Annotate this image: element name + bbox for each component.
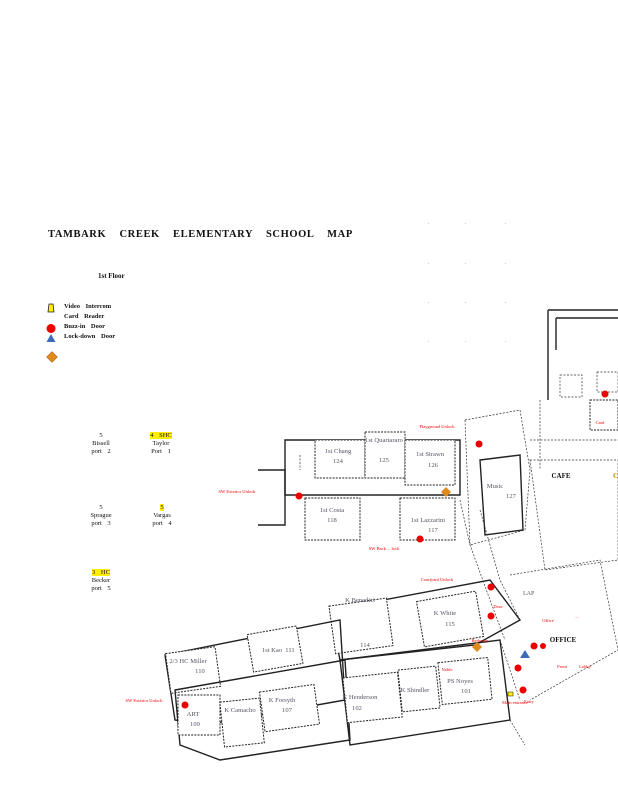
buzz-in-door-icon [46,324,56,333]
lock-down-door-icon [46,334,56,342]
floor-label: 1st Floor [98,272,125,280]
svg-text:C: C [613,472,618,480]
room-number: 126 [428,462,439,469]
room-number: 124 [333,458,344,465]
svg-text:Door: Door [493,604,503,609]
svg-text:.: . [428,261,429,266]
room-label: OFFICE [550,636,577,644]
video-intercom-icon [507,691,514,697]
room-label: Music [487,483,504,490]
room-number: 102 [352,705,362,712]
room-number: 111 [285,647,294,654]
svg-text:Noble: Noble [442,667,453,672]
legend-item-diamond [46,351,115,363]
svg-text:Lobby: Lobby [579,664,591,669]
svg-text:.: . [505,339,506,344]
room-label: K Benedict [345,597,375,604]
grid-dots: ... ... ... ... [428,221,506,344]
svg-text:Bedroom: Bedroom [472,638,489,643]
room-number: 117 [428,527,438,534]
legend-item-video: Video Intercom [46,303,115,313]
annotation-main-entrance: Main entrance [502,700,528,705]
diamond-icon [46,351,58,363]
svg-text:.: . [465,221,466,226]
room-number: 114 [360,642,370,649]
room-label: PS Noyes [447,678,473,685]
room-number: 125 [379,457,390,464]
northeast-wing [530,309,618,470]
room-number: 109 [190,721,201,728]
annotation-lower-sw: SW Exterior Unlock [126,698,164,703]
annotations: Playground Unlock SW Exterior Unlock SW … [126,420,606,705]
svg-text:Entry: Entry [524,699,535,704]
room-label: 2/3 HC Miller [169,658,207,665]
annotation-playground: Playground Unlock [419,424,455,429]
room-label: CAFE [551,472,570,480]
legend: Video Intercom Card Reader Buzz-in Door … [46,303,115,363]
room-label: LAP [523,591,535,597]
svg-text:.: . [505,261,506,266]
room-number: 101 [461,688,471,695]
legend-item-lockdown: Lock-down Door [46,333,115,343]
room-label: 1st Strawn [416,451,445,458]
svg-text:.: . [465,339,466,344]
room-label: ART [187,711,200,718]
map-title: TAMBARK CREEK ELEMENTARY SCHOOL MAP [48,229,353,240]
lower-wing: K Benedict 114 K White 115 LAP OFFICE 1s… [164,559,618,761]
legend-item-buzz: Buzz-in Door [46,323,115,333]
room-label: K White [434,610,456,617]
room-number: 110 [195,668,205,675]
room-label: 1st Quartararo [365,437,404,444]
room-number: 107 [282,707,293,714]
room-number: 115 [445,621,455,628]
svg-text:Card: Card [596,420,605,425]
room-label: 1st Chang [325,448,352,455]
annotation-sw-back: SW Back ... lock [369,546,400,551]
hallway [459,499,521,641]
room-label: 1st Lazzarini [411,517,445,524]
video-intercom-icon [47,303,55,313]
upper-wing: 1st Chang 124 1st Quartararo 125 1st Str… [258,431,461,541]
room-label: K Henderson [343,694,379,701]
annotation-sw-exterior: SW Exterior Unlock [219,489,257,494]
svg-text:.: . [428,300,429,305]
annotation-courtyard: Courtyard Unlock [421,577,454,582]
diamond-icon [472,642,482,652]
svg-text:.: . [428,339,429,344]
svg-text:.: . [505,221,506,226]
svg-text:Office: Office [542,618,553,623]
diamond-icon [441,487,451,497]
room-label: 1st Costa [320,507,344,514]
svg-text:...: ... [575,614,578,619]
svg-text:.: . [428,221,429,226]
music-cafe: Music 127 CAFE C [464,409,618,571]
lock-down-door-icon [520,650,530,658]
room-label: K Forsyth [269,697,296,704]
svg-text:Front: Front [557,664,568,669]
buzz-in-doors [181,390,609,709]
room-number: 118 [327,517,337,524]
room-label: K Shindler [401,687,431,694]
room-label: K Camacho [224,707,256,714]
room-label: 1st Kao [262,647,283,654]
room-number: 127 [506,493,517,500]
svg-text:.: . [465,261,466,266]
svg-text:.: . [465,300,466,305]
svg-text:.: . [505,300,506,305]
legend-item-card: Card Reader [64,313,105,320]
